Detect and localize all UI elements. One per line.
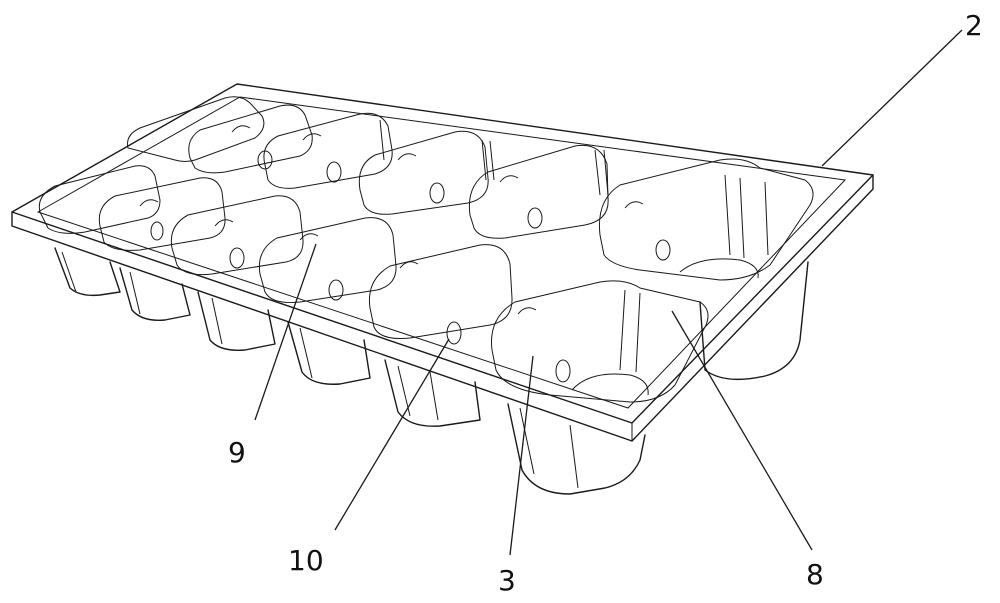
- reference-numerals: 2 9 10 3 8: [228, 9, 983, 597]
- tray-outline: [12, 84, 873, 441]
- cavity-notches: [140, 126, 643, 314]
- cavity-ribs: [380, 120, 768, 372]
- cavity-row-front: [39, 166, 758, 402]
- label-hole: 10: [288, 544, 324, 577]
- cavity-row-back: [128, 97, 814, 280]
- label-rib: 8: [806, 558, 824, 591]
- label-cavity: 3: [498, 564, 516, 597]
- label-tray: 2: [965, 9, 983, 42]
- label-notch: 9: [228, 436, 246, 469]
